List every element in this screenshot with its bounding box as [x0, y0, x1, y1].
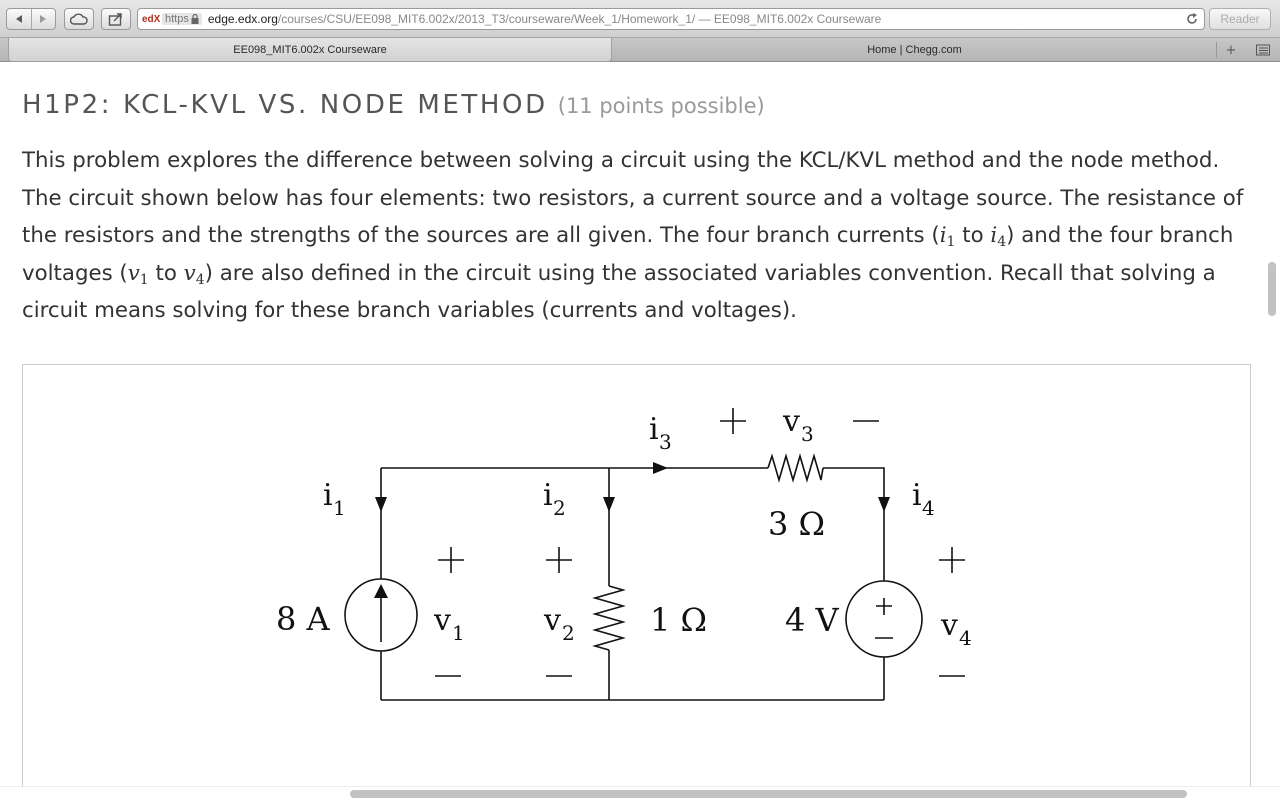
v3-plus: [720, 408, 746, 434]
url-path: /courses/CSU/EE098_MIT6.002x/2013_T3/cou…: [277, 12, 882, 26]
v2-letter: v: [543, 603, 561, 638]
description-text: to: [148, 260, 184, 286]
tab-chegg-home[interactable]: Home | Chegg.com: [867, 44, 962, 56]
browser-toolbar: edX https edge.edx.org/courses/CSU/EE098…: [0, 0, 1280, 38]
cloud-icon: [70, 13, 88, 25]
v3-letter: v: [782, 404, 800, 439]
resistor-3-symbol: [767, 453, 824, 483]
i1-subscript: 1: [333, 496, 346, 520]
i1-letter: i: [323, 478, 333, 513]
tab-overview-button[interactable]: [1252, 42, 1274, 58]
https-badge: https: [162, 13, 202, 25]
i4-arrow: [878, 497, 890, 512]
vertical-scroll-thumb[interactable]: [1268, 262, 1276, 316]
i3-subscript: 3: [659, 430, 672, 454]
reload-icon: [1187, 13, 1197, 24]
tab-divider: [1216, 42, 1217, 58]
v1-plus: [438, 547, 464, 573]
top-right-wire: [823, 467, 885, 581]
math-i4: i4: [990, 223, 1007, 250]
problem-title-text: H1P2: KCL-KVL VS. NODE METHOD: [22, 90, 548, 120]
reader-button[interactable]: Reader: [1209, 8, 1271, 30]
v1-subscript: 1: [452, 621, 465, 645]
forward-arrow-icon: [40, 15, 47, 23]
v4-letter: v: [940, 608, 958, 643]
i1-arrow: [375, 497, 387, 512]
i3-arrow: [653, 462, 668, 474]
i2-letter: i: [543, 478, 553, 513]
circuit-diagram: 8 A 1 Ω 3 Ω 4 V i 1 i 2 i 3 i 4 v 1 v 2 …: [276, 404, 972, 701]
nav-buttons: [6, 8, 56, 30]
horizontal-scroll-thumb[interactable]: [350, 790, 1187, 798]
v4-subscript: 4: [959, 626, 972, 650]
back-arrow-icon: [15, 15, 22, 23]
resistor-3-label: 3 Ω: [768, 505, 825, 543]
problem-description: This problem explores the difference bet…: [22, 142, 1258, 330]
current-source-arrowhead: [374, 584, 388, 598]
voltage-source-symbol: [845, 580, 923, 658]
tab-bar: EE098_MIT6.002x Courseware Home | Chegg.…: [0, 38, 1280, 62]
voltage-source-polarity: [875, 598, 893, 639]
i4-subscript: 4: [922, 496, 935, 520]
i2-arrow: [603, 497, 615, 512]
page-content: H1P2: KCL-KVL VS. NODE METHOD (11 points …: [0, 62, 1264, 786]
i2-subscript: 2: [553, 496, 566, 520]
v1-letter: v: [433, 603, 451, 638]
vertical-scrollbar[interactable]: [1264, 62, 1280, 786]
address-bar[interactable]: edX https edge.edx.org/courses/CSU/EE098…: [137, 8, 1205, 30]
v3-subscript: 3: [801, 422, 814, 446]
lock-icon: [191, 14, 199, 24]
reload-button[interactable]: [1186, 12, 1198, 29]
math-v4: v4: [183, 260, 205, 288]
tab-edx-courseware[interactable]: EE098_MIT6.002x Courseware: [8, 38, 612, 62]
horizontal-scrollbar[interactable]: [0, 786, 1280, 800]
i4-letter: i: [912, 478, 922, 513]
math-i1: i1: [939, 223, 956, 250]
current-source-label: 8 A: [276, 600, 331, 638]
description-text: ) and the four branch voltages (: [22, 223, 1234, 286]
icloud-tabs-button[interactable]: [64, 8, 94, 30]
v2-plus: [546, 547, 572, 573]
edx-favicon: edX: [142, 13, 161, 25]
current-source-symbol: [344, 578, 418, 652]
back-button[interactable]: [7, 9, 31, 29]
circuit-figure: 8 A 1 Ω 3 Ω 4 V i 1 i 2 i 3 i 4 v 1 v 2 …: [22, 364, 1251, 786]
problem-title: H1P2: KCL-KVL VS. NODE METHOD (11 points …: [22, 90, 765, 120]
tab-list-icon: [1256, 44, 1270, 56]
resistor-2-symbol: [592, 585, 626, 651]
math-v1: v1: [127, 260, 149, 288]
voltage-source-label: 4 V: [785, 601, 840, 639]
share-icon: [108, 13, 122, 26]
points-possible: (11 points possible): [557, 94, 765, 118]
v2-subscript: 2: [562, 621, 575, 645]
share-button[interactable]: [101, 8, 131, 30]
url-host: edge.edx.org: [207, 12, 278, 26]
v4-plus: [939, 547, 965, 573]
https-label: https: [165, 13, 189, 25]
description-text: This problem explores the difference bet…: [22, 148, 1244, 248]
resistor-1-label: 1 Ω: [650, 601, 707, 639]
forward-button[interactable]: [30, 9, 56, 29]
description-text: to: [955, 223, 991, 248]
new-tab-button[interactable]: +: [1225, 42, 1237, 58]
i3-letter: i: [649, 412, 659, 447]
description-text: ) are also defined in the circuit using …: [22, 260, 1216, 324]
